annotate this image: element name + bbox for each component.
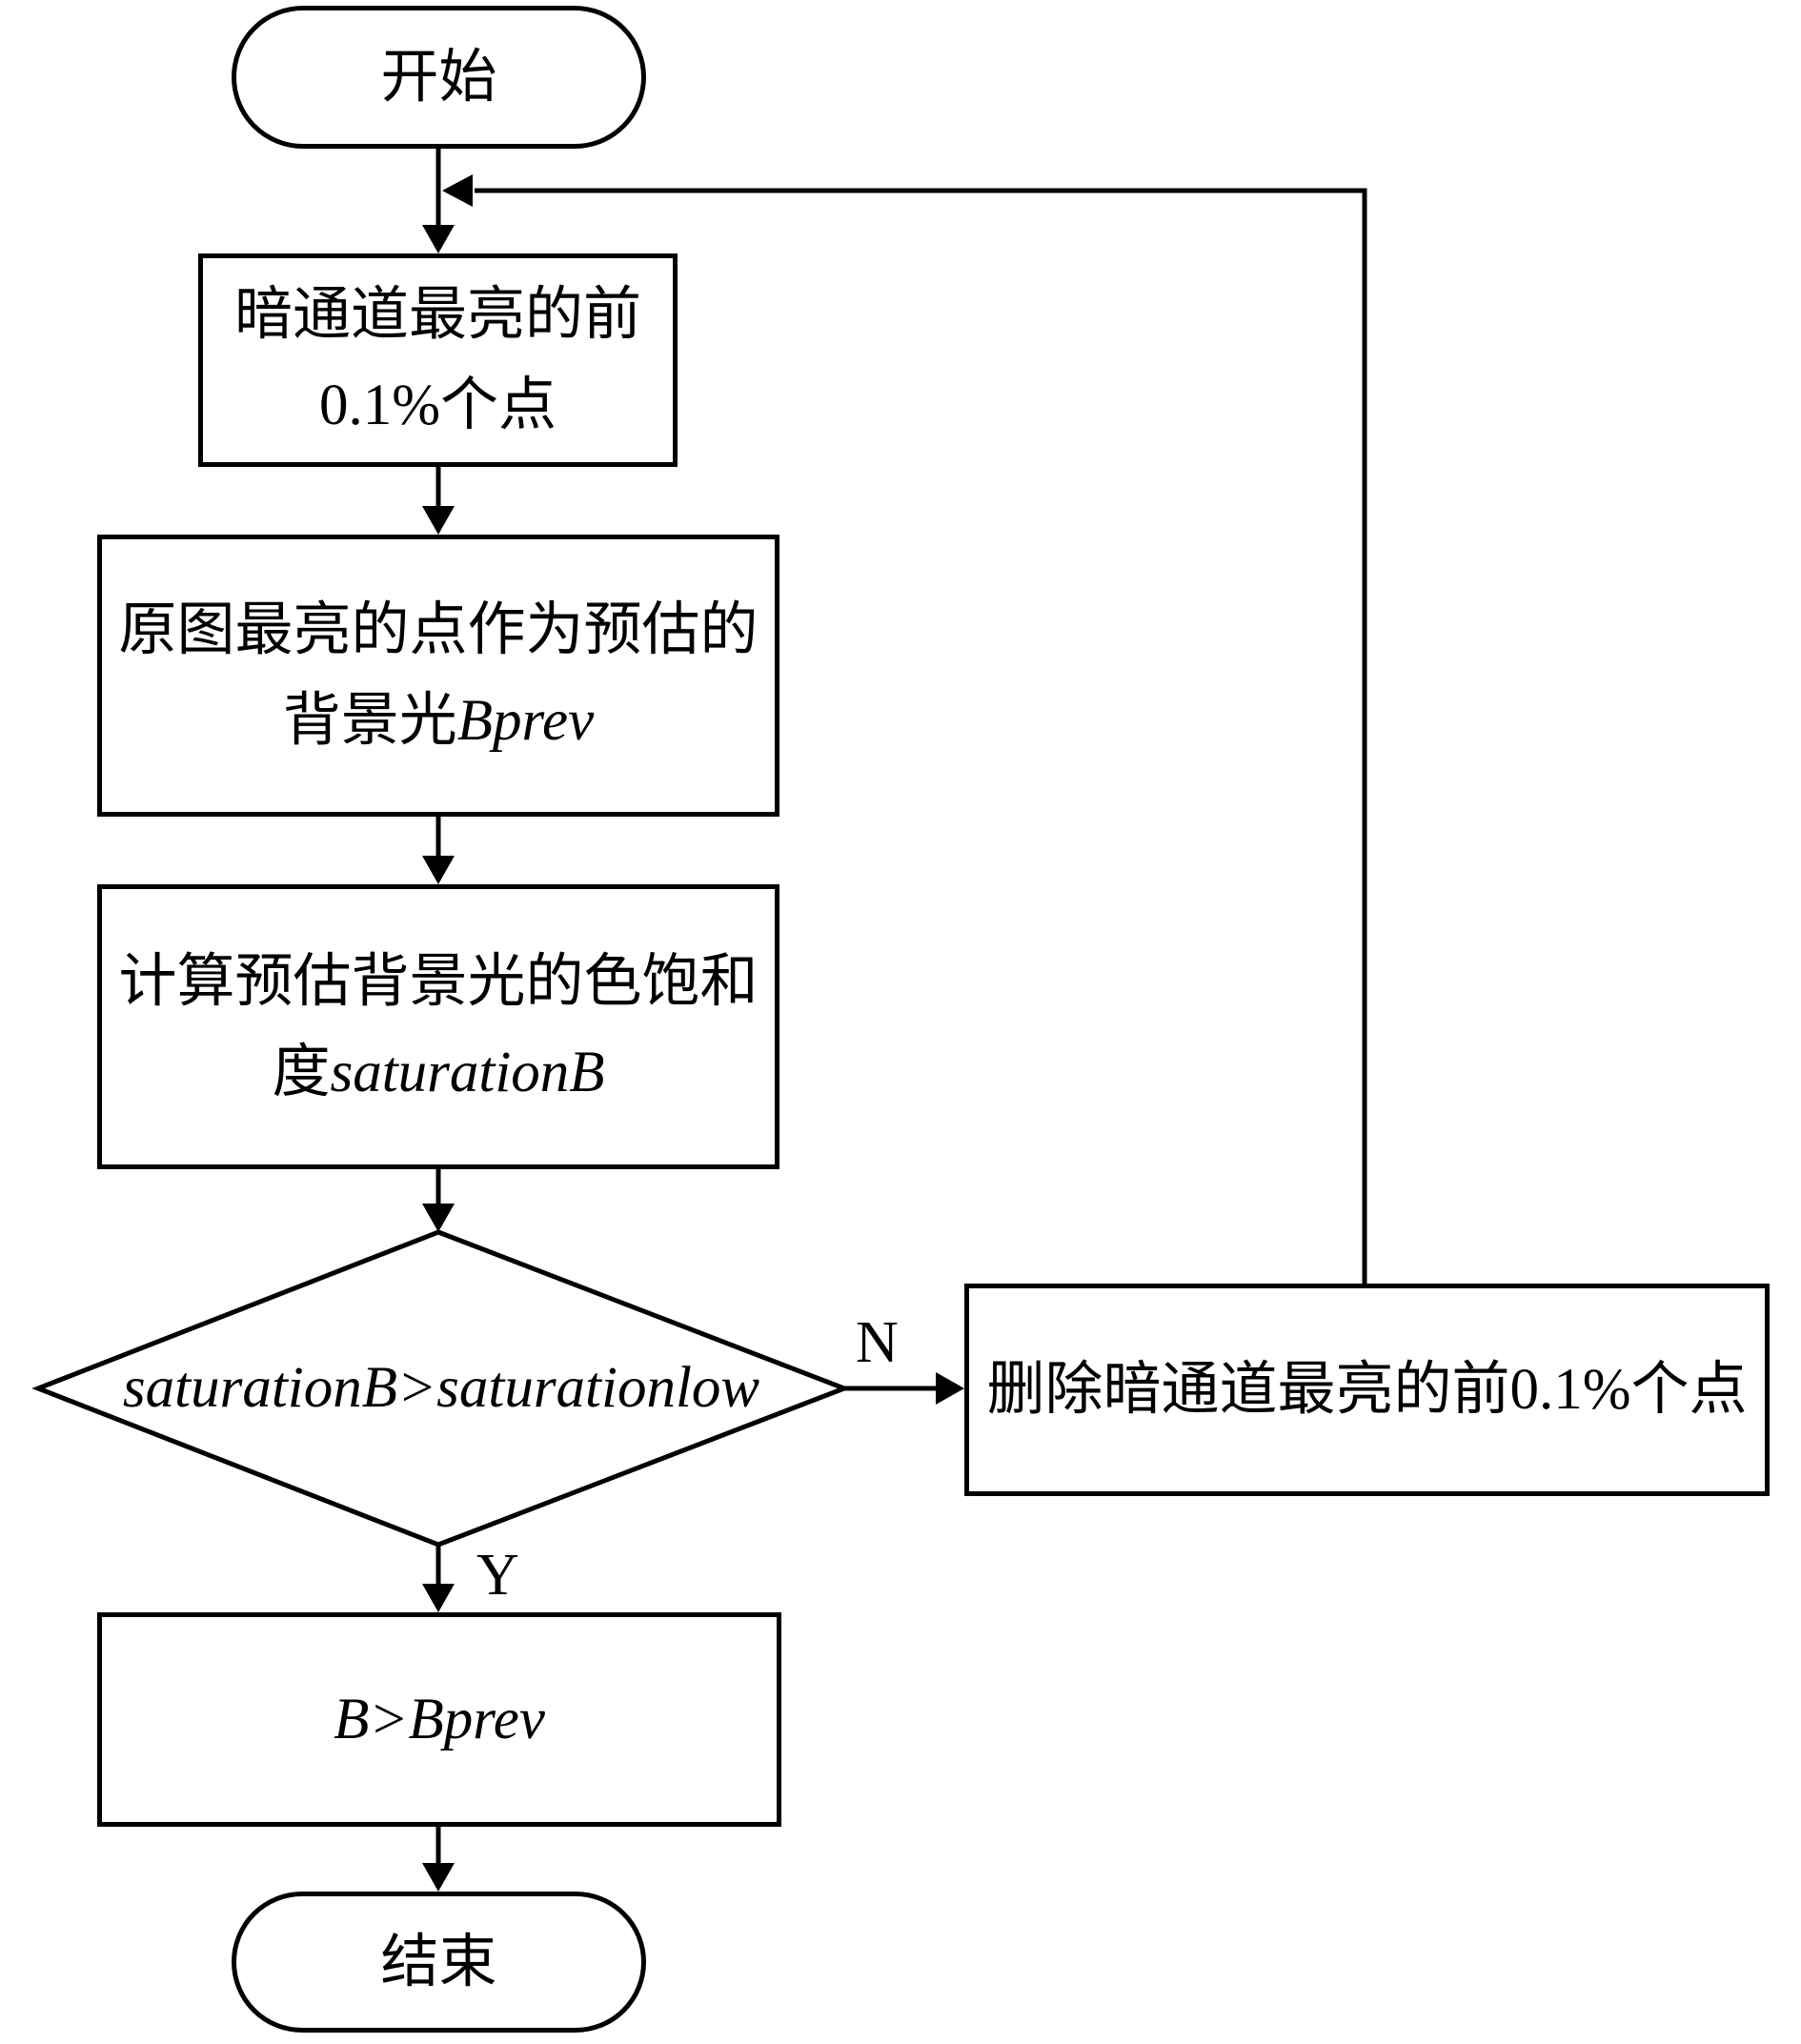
process-top-points-line2: 0.1%个点 bbox=[318, 374, 557, 437]
process-estimate-line2-text: 背景光 bbox=[282, 689, 457, 753]
end-node: 结束 bbox=[232, 1892, 646, 2033]
branch-no-label: N bbox=[856, 1310, 899, 1375]
start-label: 开始 bbox=[380, 45, 497, 110]
process-delete-points-label: 删除暗通道最亮的前0.1%个点 bbox=[986, 1358, 1748, 1422]
branch-yes-label: Y bbox=[476, 1543, 519, 1608]
process-estimate-line2-var: Bprev bbox=[456, 689, 595, 753]
loopback-line bbox=[475, 188, 1367, 1284]
process-saturation-line1: 计算预估背景光的色饱和 bbox=[118, 949, 759, 1014]
arrowhead-into-end bbox=[422, 1863, 455, 1892]
arrowhead-loopback bbox=[442, 174, 473, 207]
end-label: 结束 bbox=[380, 1930, 497, 1994]
arrowhead-into-delete bbox=[936, 1372, 964, 1405]
process-estimate-bprev-node: 原图最亮的点作为预估的 背景光Bprev bbox=[97, 535, 779, 817]
process-estimate-line1: 原图最亮的点作为预估的 bbox=[118, 598, 759, 662]
process-top-points-line1: 暗通道最亮的前 bbox=[233, 283, 641, 347]
process-saturation-line2-var: saturationB bbox=[330, 1040, 605, 1104]
arrowhead-into-step2 bbox=[422, 506, 455, 535]
process-saturation-line2-text: 度 bbox=[272, 1040, 331, 1104]
process-update-b-node: B>Bprev bbox=[97, 1612, 781, 1827]
start-node: 开始 bbox=[232, 6, 646, 149]
arrowhead-into-updateb bbox=[422, 1584, 455, 1612]
process-compute-saturation-node: 计算预估背景光的色饱和 度saturationB bbox=[97, 884, 779, 1169]
process-top-points-node: 暗通道最亮的前 0.1%个点 bbox=[198, 253, 678, 467]
process-delete-points-node: 删除暗通道最亮的前0.1%个点 bbox=[964, 1284, 1770, 1496]
arrowhead-into-step3 bbox=[422, 856, 455, 884]
decision-diamond-shape bbox=[31, 1229, 851, 1548]
arrowhead-into-step1 bbox=[422, 225, 455, 253]
arrowhead-into-decision bbox=[422, 1204, 455, 1232]
process-update-b-label: B>Bprev bbox=[334, 1688, 545, 1751]
decision-condition-label: saturationB>saturationlow bbox=[122, 1356, 760, 1420]
